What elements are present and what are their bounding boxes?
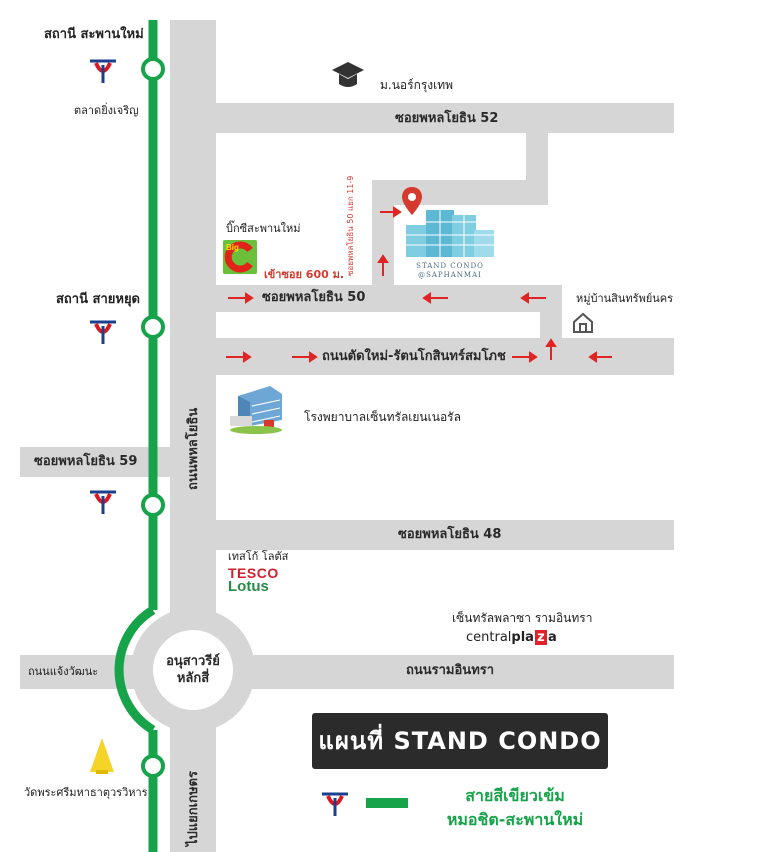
- bts-logo-icon: [90, 490, 116, 514]
- bts-logo-icon: [90, 320, 116, 344]
- condo-name-label: STAND CONDO @SAPHANMAI: [416, 262, 484, 279]
- market-label: ตลาดยิ่งเจริญ: [74, 104, 139, 117]
- road-ram-intra: [20, 655, 674, 689]
- bts-logo-icon: [322, 792, 348, 816]
- road-soi-48: [216, 520, 674, 550]
- big-c-logo: Big: [223, 240, 257, 274]
- bts-logo-icons: [90, 59, 348, 816]
- bts-stations: [141, 57, 165, 778]
- village-label: หมู่บ้านสินทรัพย์นคร: [576, 292, 674, 305]
- arrow-up-icon: [545, 338, 557, 360]
- road-label-soi-52: ซอยพหลโยธิน 52: [395, 111, 499, 126]
- arrow-up-icon: [377, 254, 389, 276]
- road-label-soi-48: ซอยพหลโยธิน 48: [398, 527, 502, 542]
- station-node-saphan-mai[interactable]: [141, 57, 165, 81]
- station-label-sai-yud: สถานี สายหยุด: [56, 292, 140, 307]
- arrow-right-icon: [512, 351, 538, 363]
- monument-label-line2: หลักสี่: [176, 671, 210, 686]
- svg-text:Big: Big: [226, 243, 239, 252]
- road-soi-50: [216, 285, 562, 312]
- arrow-right-icon: [292, 351, 318, 363]
- monument-label-line1: อนุสาวรีย์: [166, 654, 220, 669]
- road-label-soi-50: ซอยพหลโยธิน 50: [262, 290, 366, 305]
- big-c-label: บิ๊กซีสะพานใหม่: [226, 222, 301, 235]
- house-icon: [573, 312, 593, 333]
- bts-logo-icon: [90, 59, 116, 83]
- road-label-new-road: ถนนตัดใหม่-รัตนโกสินทร์สมโภช: [322, 349, 506, 364]
- roundabout-center: [153, 630, 233, 710]
- legend-text: สายสีเขียวเข้ม หมอชิต-สะพานใหม่: [446, 786, 584, 829]
- road-soi-52-branch: [372, 180, 548, 205]
- road-label-soi-59: ซอยพหลโยธิน 59: [34, 454, 138, 469]
- station-node-temple[interactable]: [141, 754, 165, 778]
- road-village-link: [540, 285, 562, 345]
- station-label-saphan-mai: สถานี สะพานใหม่: [44, 27, 144, 42]
- university-label: ม.นอร์กรุงเทพ: [380, 78, 454, 92]
- traffic-arrows: [226, 206, 612, 363]
- temple-label: วัดพระศรีมหาธาตุวรวิหาร: [24, 786, 148, 799]
- temple-stupa-icon: [90, 738, 114, 772]
- road-label-to-bang-khen: ไปแยกเกษตร: [186, 771, 201, 846]
- arrow-left-icon: [588, 351, 612, 363]
- road-soi-59: [20, 447, 170, 477]
- condo-building-icon: [406, 210, 494, 257]
- hospital-building-icon: [230, 386, 282, 434]
- central-plaza-label: เซ็นทรัลพลาซา รามอินทรา: [452, 611, 593, 625]
- map-title: แผนที่ STAND CONDO: [312, 713, 608, 769]
- arrow-left-icon: [520, 292, 546, 304]
- road-label-soi-50-alley: ซอยพหลโยธิน 50 แยก 11-9: [346, 175, 355, 276]
- arrow-left-icon: [422, 292, 448, 304]
- station-node-sai-yud[interactable]: [141, 315, 165, 339]
- legend-line-swatch: [366, 798, 408, 808]
- arrow-right-icon: [380, 206, 402, 218]
- location-pin-icon: [402, 187, 422, 215]
- road-soi-52: [216, 103, 674, 133]
- station-node-soi-59[interactable]: [141, 493, 165, 517]
- hospital-label: โรงพยาบาลเซ็นทรัลเยนเนอรัล: [304, 410, 461, 424]
- arrow-right-icon: [226, 351, 252, 363]
- bts-line: [114, 20, 158, 852]
- road-label-phahon-yothin: ถนนพหลโยธิน: [186, 407, 201, 490]
- road-label-chaeng-watthana: ถนนแจ้งวัฒนะ: [28, 665, 99, 678]
- entrance-distance-label: เข้าซอย 600 ม.: [264, 268, 345, 281]
- graduation-cap-icon: [332, 62, 364, 87]
- road-label-ram-intra: ถนนรามอินทรา: [406, 663, 495, 678]
- arrow-right-icon: [228, 292, 254, 304]
- tesco-label: เทสโก้ โลตัส: [228, 550, 289, 563]
- tesco-lotus-logo: TESCO Lotus: [228, 565, 279, 595]
